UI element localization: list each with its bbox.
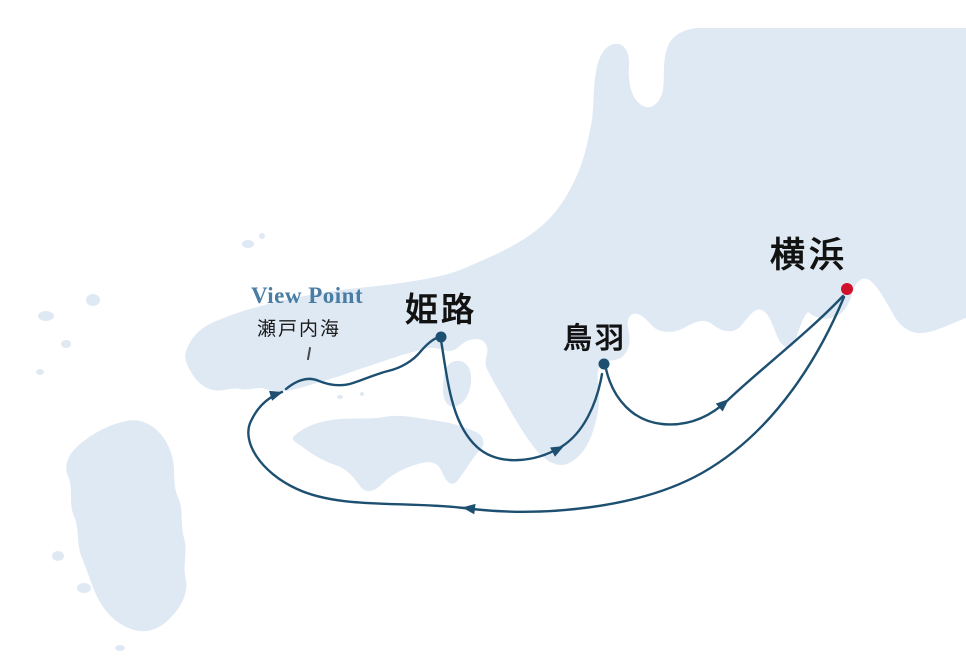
port-dot-yokohama [841,283,853,295]
route-arrowhead-seto-entry [269,390,283,401]
port-dot-himeji [435,331,447,343]
route-leg-himeji-to-toba [439,338,604,462]
route-arrowheads [269,390,729,515]
route-arrowhead-toba-approach [550,446,564,457]
port-dot-toba [598,358,610,370]
small-islands [36,233,364,651]
port-label-yokohama: 横浜 [770,236,849,275]
port-label-toba: 鳥羽 [563,323,628,355]
port-dots [435,283,853,370]
shikoku-landmass [292,415,484,492]
route-arrowhead-westbound [462,503,476,515]
view-point-label: View Point [251,283,364,308]
honshu-landmass [185,28,966,465]
seto-inland-sea-label: 瀬戸内海 [257,319,342,340]
route-leg-seto-to-himeji [284,335,441,391]
route-arrowhead-yokohama-return [715,399,729,412]
landmass-group [36,28,966,651]
port-label-himeji: 姫路 [405,291,477,328]
route-leg-toba-to-yokohama [604,294,845,426]
kyushu-landmass [66,420,187,632]
route-leg-westbound-to-seto [247,390,466,510]
route-leg-yokohama-westbound [462,295,846,513]
route-group [247,294,846,513]
